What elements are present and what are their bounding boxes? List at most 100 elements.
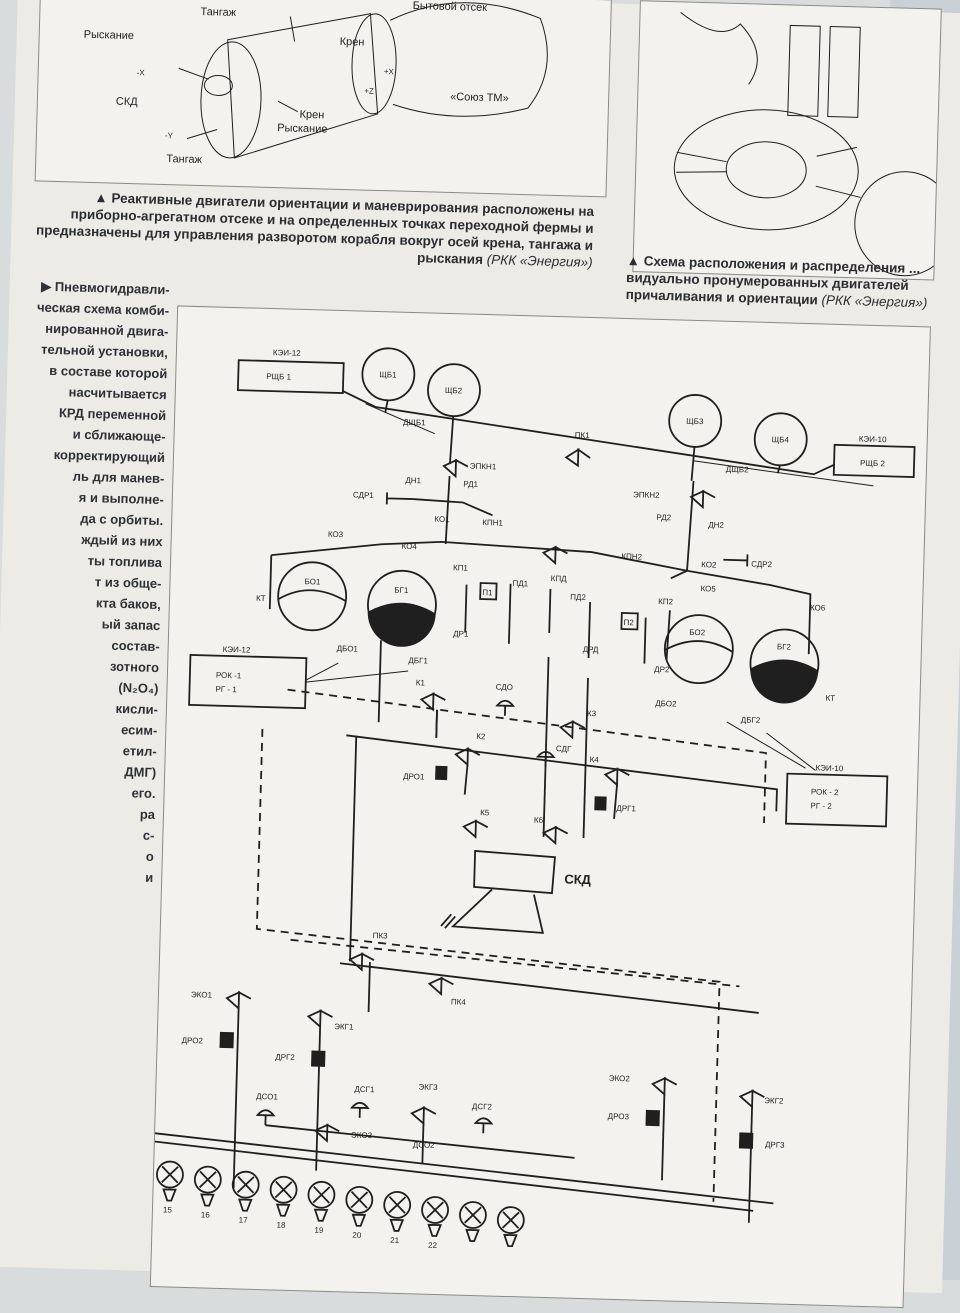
thruster-layout-figure bbox=[632, 0, 956, 281]
label-dshb1: ДЩБ1 bbox=[403, 418, 426, 428]
label-ekg1: ЭКГ1 bbox=[334, 1022, 354, 1032]
tank-label: ЩБ3 bbox=[686, 417, 704, 426]
label-k6: К6 bbox=[534, 816, 544, 825]
label-ko4: КО4 bbox=[401, 542, 417, 551]
fig-label: Рыскание bbox=[84, 29, 135, 42]
label-pd2: ПД2 bbox=[570, 593, 586, 602]
thruster-number: 16 bbox=[201, 1210, 211, 1219]
label-dn1: ДН1 bbox=[405, 476, 421, 485]
label-pk3: ПК3 bbox=[373, 931, 389, 940]
label-ekg3: ЭКГ3 bbox=[418, 1082, 438, 1092]
thruster-layout-drawing bbox=[673, 11, 956, 277]
label-k1: К1 bbox=[416, 678, 426, 687]
label-drg2: ДРГ2 bbox=[275, 1052, 295, 1062]
sensor-sdr1 bbox=[385, 492, 413, 505]
tank-label: БГ1 bbox=[394, 586, 409, 595]
label-k5: К5 bbox=[480, 808, 490, 817]
label-kp1: КП1 bbox=[453, 563, 469, 572]
thruster bbox=[459, 1201, 487, 1242]
label-ko3: КО3 bbox=[328, 530, 344, 539]
regulator-dro3 bbox=[645, 1109, 660, 1127]
caption-source: (РКК «Энергия») bbox=[486, 252, 593, 270]
thruster-number: 18 bbox=[276, 1221, 286, 1230]
valve-k3 bbox=[558, 720, 586, 740]
thruster-number: 17 bbox=[239, 1215, 249, 1224]
valve-ekg3 bbox=[410, 1106, 437, 1126]
label-dro3: ДРО3 bbox=[608, 1112, 630, 1122]
tank-label: БГ2 bbox=[777, 642, 792, 651]
sensor-dsg2 bbox=[473, 1117, 494, 1134]
label-ko1: КО1 bbox=[434, 515, 450, 524]
thruster bbox=[421, 1196, 449, 1237]
label-rd2: РД2 bbox=[656, 513, 671, 522]
axis-label: +X bbox=[384, 67, 395, 76]
sensor-dsg1 bbox=[349, 1101, 370, 1118]
label-p2: П2 bbox=[623, 618, 634, 627]
label-dso1: ДСО1 bbox=[256, 1092, 278, 1102]
valve-k2 bbox=[454, 747, 481, 767]
schematic-svg: КЭИ-12 РЩБ 1 ЩБ1 ЩБ2 ЩБ3 ЩБ4 КЭИ-10 РЩБ … bbox=[80, 347, 916, 1250]
axis-label: -X bbox=[137, 68, 146, 77]
label-sdg: СДГ bbox=[556, 744, 572, 753]
regulator-dro1 bbox=[435, 765, 448, 781]
thruster bbox=[307, 1180, 336, 1222]
valve-eko2 bbox=[651, 1076, 678, 1097]
valve-k6 bbox=[542, 825, 569, 846]
box-rshb2 bbox=[832, 443, 916, 478]
box-label: РОК -1 bbox=[216, 671, 242, 681]
label-kpn1: КПН1 bbox=[482, 518, 503, 528]
label-k4: К4 bbox=[590, 755, 600, 764]
regulator-drg2 bbox=[311, 1050, 326, 1067]
valve-kpd-top bbox=[541, 545, 568, 566]
label-kpn2: КПН2 bbox=[621, 552, 642, 562]
box-label: РЩБ 2 bbox=[860, 459, 886, 469]
label-pd1: ПД1 bbox=[512, 579, 528, 588]
label-sdr2: СДР2 bbox=[751, 560, 773, 570]
label-kpd: КПД bbox=[551, 574, 568, 583]
fig-label: Тангаж bbox=[200, 6, 237, 19]
soyuz-thruster-figure: Тангаж Рыскание СКД Крен Крен Рыскание Т… bbox=[34, 0, 612, 198]
label-ko5: КО5 bbox=[700, 584, 716, 593]
side-caption: ▶ Пневмогидравли- ческая схема комби- ни… bbox=[36, 278, 170, 885]
label-ko2: КО2 bbox=[701, 560, 717, 569]
valve-ekg1 bbox=[306, 1009, 333, 1029]
label-kt: КТ bbox=[825, 694, 835, 703]
label-dbg1: ДБГ1 bbox=[408, 656, 428, 666]
tank-bo2 bbox=[663, 614, 734, 685]
valve-epkn2 bbox=[689, 489, 716, 510]
box-label: КЭИ-10 bbox=[859, 434, 888, 444]
valve-pk3 bbox=[348, 952, 375, 972]
axis-label: +Z bbox=[364, 87, 374, 96]
box-rok2 bbox=[785, 772, 889, 828]
thruster-number: 15 bbox=[163, 1205, 173, 1214]
tank-bo1 bbox=[277, 561, 348, 632]
label-ekg2: ЭКГ2 bbox=[764, 1096, 784, 1106]
thruster bbox=[496, 1206, 525, 1248]
valve-ekg2 bbox=[738, 1089, 765, 1109]
sensor-sdr2 bbox=[723, 554, 749, 567]
valve-eko1 bbox=[225, 990, 252, 1011]
label-drg1: ДРГ1 bbox=[616, 804, 636, 814]
label-dbo2: ДБО2 bbox=[655, 699, 677, 709]
tank-label: БО1 bbox=[304, 577, 321, 586]
box-label: РГ - 1 bbox=[215, 685, 237, 695]
caption-source: (РКК «Энергия») bbox=[821, 292, 928, 311]
regulator-drg3 bbox=[738, 1132, 754, 1149]
label-k3: К3 bbox=[587, 709, 597, 718]
box-rok1 bbox=[188, 653, 308, 710]
valve-k5 bbox=[462, 819, 489, 839]
box-label: РЩБ 1 bbox=[266, 372, 292, 382]
label-k2: К2 bbox=[476, 732, 486, 741]
label-sdo: СДО bbox=[496, 682, 513, 691]
sensor-sdo bbox=[495, 699, 516, 716]
tank-label: ЩБ2 bbox=[445, 386, 463, 395]
fig-label: Крен bbox=[339, 36, 364, 49]
fig-label: Рыскание bbox=[277, 122, 328, 135]
valve-eko3 bbox=[313, 1123, 340, 1143]
valve-k1 bbox=[419, 692, 446, 712]
label-dr1: ДР1 bbox=[453, 629, 469, 638]
label-ko6: КО6 bbox=[810, 603, 826, 612]
soyuz-drawing: Тангаж Рыскание СКД Крен Крен Рыскание Т… bbox=[84, 0, 548, 166]
label-dro1: ДРО1 bbox=[403, 772, 425, 782]
